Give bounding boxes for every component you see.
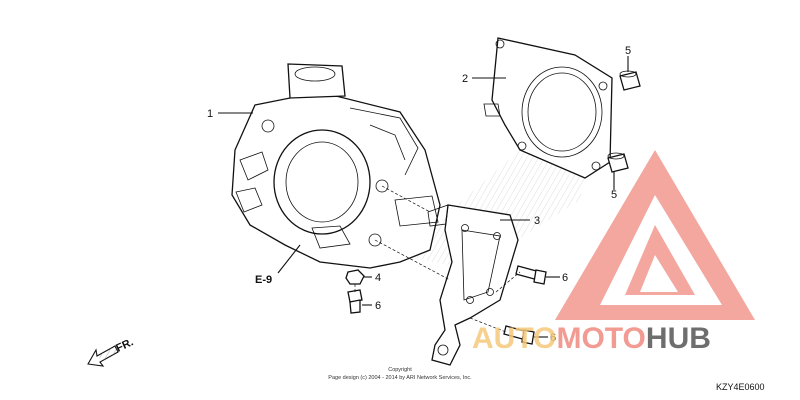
callout-6-lower: 6: [550, 332, 556, 344]
front-direction-arrow: [87, 345, 119, 367]
callout-2: 2: [462, 73, 468, 85]
leader-lines: [218, 56, 629, 338]
mounting-bracket: [427, 204, 519, 366]
cylinder-gasket: [483, 37, 613, 179]
copyright-line-2: Page design (c) 2004 - 2014 by ARI Netwo…: [328, 375, 472, 381]
nut: [345, 269, 365, 285]
dowel-pin-upper: [619, 70, 641, 91]
callout-1: 1: [207, 108, 213, 120]
callout-5-upper: 5: [625, 45, 631, 57]
bolt-lower: [503, 325, 535, 345]
diagram-code: KZY4E0600: [716, 382, 765, 392]
callout-6-middle: 6: [562, 272, 568, 284]
bolt-left: [347, 289, 363, 314]
callout-3: 3: [534, 215, 540, 227]
reference-label: E-9: [255, 274, 272, 286]
callout-6-left: 6: [375, 300, 381, 312]
watermark-part-hub: HUB: [646, 322, 711, 355]
dowel-pin-lower: [607, 152, 629, 173]
watermark-text: AUTOMOTOHUB: [472, 322, 711, 355]
copyright-line-1: Copyright: [388, 367, 412, 373]
bolt-middle: [515, 265, 547, 285]
cylinder-block: [231, 63, 441, 269]
callout-5-lower: 5: [611, 189, 617, 201]
assembly-lines: [354, 185, 521, 333]
watermark-part-auto: AUTO: [472, 322, 556, 355]
front-direction-label: FR.: [114, 336, 135, 354]
watermark-logo: [555, 150, 755, 320]
watermark-part-moto: MOTO: [556, 322, 645, 355]
callout-4: 4: [375, 272, 381, 284]
